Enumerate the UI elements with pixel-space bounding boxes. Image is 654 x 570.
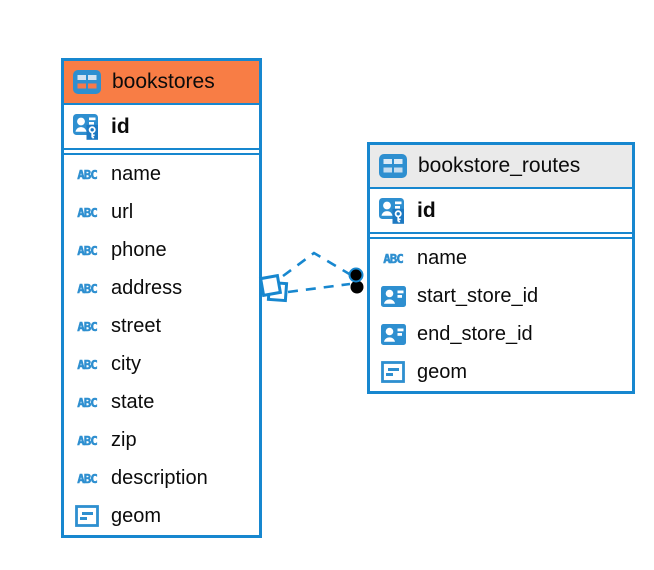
field-row-end_store_id[interactable]: end_store_id	[370, 315, 632, 353]
text-icon: ABC	[77, 242, 98, 258]
field-label: address	[111, 276, 183, 299]
text-icon: ABC	[77, 432, 98, 448]
table-header[interactable]: bookstores	[64, 61, 259, 105]
relationship-source-marker[interactable]	[258, 273, 289, 303]
field-row-description[interactable]: ABC description	[64, 459, 259, 497]
field-label: id	[111, 114, 130, 138]
key-rows: id	[64, 105, 259, 150]
field-row-url[interactable]: ABC url	[64, 193, 259, 231]
table-icon	[72, 70, 102, 94]
text-icon: ABC	[77, 280, 98, 296]
field-label: city	[111, 352, 141, 375]
field-row-name[interactable]: ABC name	[370, 239, 632, 277]
field-row-city[interactable]: ABC city	[64, 345, 259, 383]
primary-key-icon	[379, 197, 404, 224]
field-row-state[interactable]: ABC state	[64, 383, 259, 421]
field-row-zip[interactable]: ABC zip	[64, 421, 259, 459]
table-name: bookstore_routes	[418, 154, 581, 177]
field-label: name	[417, 246, 468, 269]
field-label: zip	[111, 428, 137, 451]
text-icon: ABC	[77, 394, 98, 410]
field-row-address[interactable]: ABC address	[64, 269, 259, 307]
field-label: name	[111, 162, 162, 185]
field-label: description	[111, 466, 208, 489]
field-row-id[interactable]: id	[64, 105, 259, 150]
text-icon: ABC	[77, 356, 98, 372]
key-rows: id	[370, 189, 632, 234]
geometry-icon	[381, 361, 405, 383]
text-icon: ABC	[77, 470, 98, 486]
field-label: phone	[111, 238, 167, 261]
table-icon	[378, 154, 408, 178]
field-row-phone[interactable]: ABC phone	[64, 231, 259, 269]
foreign-key-icon	[380, 323, 406, 345]
text-icon: ABC	[77, 204, 98, 220]
field-label: id	[417, 198, 436, 222]
relationship-line[interactable]	[287, 282, 351, 294]
table-header[interactable]: bookstore_routes	[370, 145, 632, 189]
foreign-key-icon	[380, 285, 406, 307]
field-row-id[interactable]: id	[370, 189, 632, 234]
table-icon	[73, 70, 101, 94]
primary-key-icon	[73, 113, 98, 140]
field-row-geom[interactable]: geom	[370, 353, 632, 391]
field-label: start_store_id	[417, 284, 539, 307]
section-divider	[64, 150, 259, 155]
field-row-start_store_id[interactable]: start_store_id	[370, 277, 632, 315]
field-row-geom[interactable]: geom	[64, 497, 259, 535]
field-row-street[interactable]: ABC street	[64, 307, 259, 345]
table-icon	[379, 154, 407, 178]
field-label: geom	[417, 360, 468, 383]
section-divider	[370, 234, 632, 239]
field-label: geom	[111, 504, 162, 527]
text-icon: ABC	[77, 318, 98, 334]
geometry-icon	[75, 505, 99, 527]
field-label: state	[111, 390, 155, 413]
field-label: url	[111, 200, 134, 223]
field-label: end_store_id	[417, 322, 533, 345]
field-row-name[interactable]: ABC name	[64, 155, 259, 193]
relationship-line[interactable]	[282, 251, 352, 278]
relationship-target-marker[interactable]	[348, 267, 364, 294]
text-icon: ABC	[383, 250, 404, 266]
table-name: bookstores	[112, 70, 215, 93]
field-label: street	[111, 314, 162, 337]
table-bookstore-routes[interactable]: bookstore_routes id ABC name start_store_i…	[367, 142, 635, 394]
text-icon: ABC	[77, 166, 98, 182]
